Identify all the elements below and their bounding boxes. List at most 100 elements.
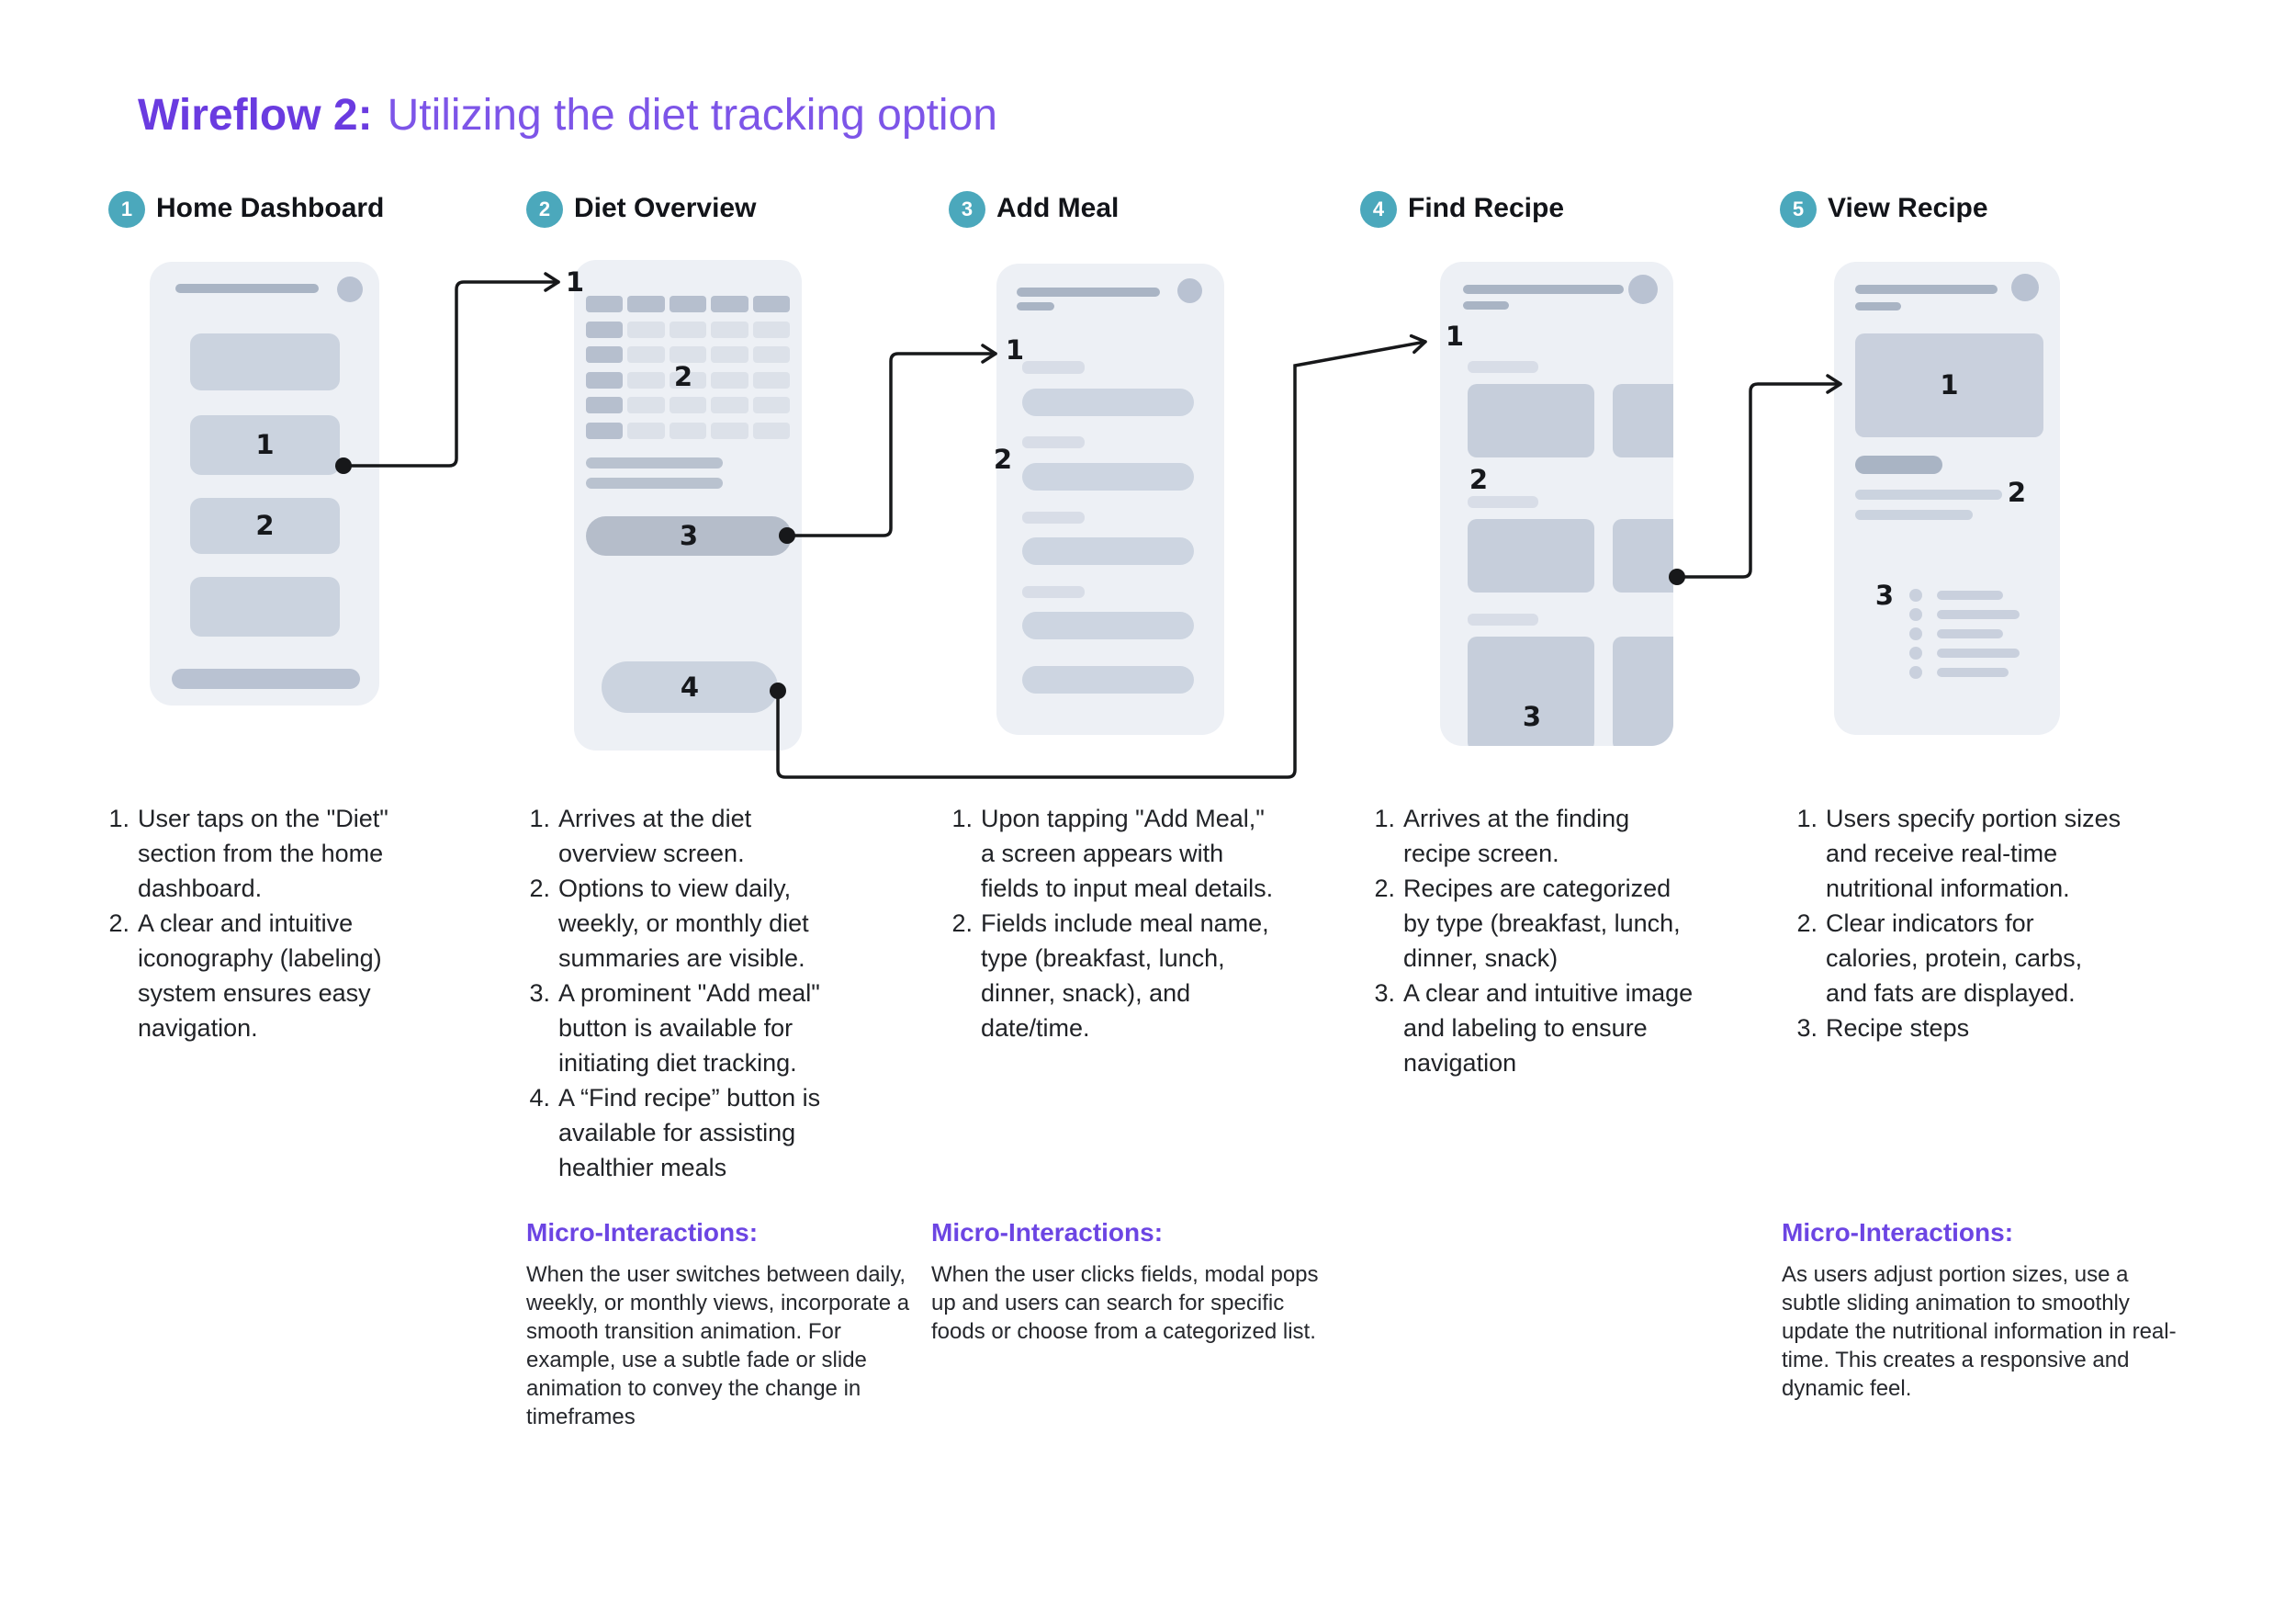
add-meal-button: 3 bbox=[586, 516, 792, 556]
annotation-marker: 2 bbox=[2007, 476, 2027, 508]
find-recipe-button: 4 bbox=[602, 661, 778, 713]
micro-body-add-meal: When the user clicks fields, modal pops … bbox=[931, 1262, 1319, 1344]
micro-heading-view-recipe: Micro-Interactions: bbox=[1782, 1218, 2014, 1247]
micro-body-view-recipe: As users adjust portion sizes, use a sub… bbox=[1782, 1262, 2177, 1401]
annotation-marker: 2 bbox=[993, 443, 1013, 475]
notes-find-recipe: Arrives at the finding recipe screen. Re… bbox=[1369, 801, 1700, 1080]
note-item: A clear and intuitive iconography (label… bbox=[104, 906, 382, 1042]
subtitle-line bbox=[1463, 301, 1509, 310]
recipe-title-bar bbox=[1855, 456, 1942, 474]
status-line bbox=[1017, 288, 1160, 297]
note-item: Users specify portion sizes and receive … bbox=[1792, 801, 2122, 902]
recipe-card-clipped bbox=[1613, 384, 1673, 457]
text-line bbox=[586, 457, 723, 468]
status-line bbox=[1855, 285, 1998, 294]
recipe-image-block: 1 bbox=[1855, 333, 2043, 437]
note-item: Arrives at the diet overview screen. bbox=[524, 801, 752, 867]
annotation-marker: 2 bbox=[673, 360, 693, 392]
step-line bbox=[1937, 649, 2020, 658]
field-label bbox=[1022, 512, 1085, 524]
diet-section-card: 1 bbox=[190, 415, 340, 475]
note-item: Arrives at the finding recipe screen. bbox=[1369, 801, 1630, 867]
step-badge-3: 3 bbox=[949, 191, 985, 228]
flow-arrow-2-to-3 bbox=[785, 344, 997, 537]
note-item: Recipe steps bbox=[1792, 1010, 1970, 1045]
step-badge-2: 2 bbox=[526, 191, 563, 228]
step-label-find-recipe: Find Recipe bbox=[1408, 193, 1565, 223]
step-line bbox=[1937, 610, 2020, 619]
nutrition-line bbox=[1855, 510, 1973, 520]
step-badge-4: 4 bbox=[1360, 191, 1397, 228]
bullet-dot bbox=[1909, 608, 1922, 621]
page-title: Wireflow 2: Utilizing the diet tracking o… bbox=[138, 90, 997, 141]
time-field bbox=[1022, 612, 1194, 639]
step-label-home-dashboard: Home Dashboard bbox=[156, 193, 385, 223]
note-item: Upon tapping "Add Meal," a screen appear… bbox=[947, 801, 1274, 902]
recipe-card-clipped bbox=[1613, 637, 1673, 746]
recipe-card bbox=[1468, 384, 1594, 457]
avatar-circle bbox=[1177, 278, 1202, 303]
note-item: Options to view daily, weekly, or monthl… bbox=[524, 871, 809, 972]
notes-view-recipe: Users specify portion sizes and receive … bbox=[1792, 801, 2122, 1045]
annotation-marker: 3 bbox=[1874, 579, 1895, 611]
dashboard-card: 2 bbox=[190, 498, 340, 554]
summary-table bbox=[586, 296, 790, 439]
annotation-marker: 2 bbox=[1469, 463, 1489, 495]
step-line bbox=[1937, 668, 2009, 677]
meal-name-field bbox=[1022, 389, 1194, 416]
phone-view-recipe: 1 2 3 bbox=[1834, 262, 2060, 735]
phone-home-dashboard: 1 2 bbox=[150, 262, 379, 706]
recipe-steps-list bbox=[1909, 589, 2020, 679]
status-line bbox=[175, 284, 319, 293]
annotation-marker: 3 bbox=[1522, 700, 1542, 732]
field-label bbox=[1022, 436, 1085, 448]
subtitle-line bbox=[1017, 302, 1054, 310]
step-label-view-recipe: View Recipe bbox=[1828, 193, 1988, 223]
annotation-marker: 2 bbox=[255, 510, 275, 541]
category-label bbox=[1468, 496, 1538, 508]
bottom-nav-bar bbox=[172, 669, 360, 689]
notes-diet-overview: Arrives at the diet overview screen. Opt… bbox=[524, 801, 855, 1185]
note-item: Recipes are categorized by type (breakfa… bbox=[1369, 871, 1681, 972]
phone-find-recipe: 1 2 3 bbox=[1440, 262, 1673, 746]
step-badge-1: 1 bbox=[108, 191, 145, 228]
category-label bbox=[1468, 614, 1538, 626]
save-field bbox=[1022, 666, 1194, 694]
subtitle-line bbox=[1855, 302, 1901, 310]
annotation-marker: 3 bbox=[679, 520, 699, 551]
note-item: Clear indicators for calories, protein, … bbox=[1792, 906, 2083, 1007]
phone-add-meal: 1 2 bbox=[994, 264, 1224, 735]
page-title-prefix: Wireflow 2: bbox=[138, 91, 373, 140]
micro-body-diet-overview: When the user switches between daily, we… bbox=[526, 1262, 910, 1429]
notes-add-meal: Upon tapping "Add Meal," a screen appear… bbox=[947, 801, 1277, 1045]
avatar-circle bbox=[2011, 274, 2039, 301]
bullet-dot bbox=[1909, 647, 1922, 660]
date-field bbox=[1022, 537, 1194, 565]
notes-home-dashboard: User taps on the "Diet" section from the… bbox=[104, 801, 434, 1045]
bullet-dot bbox=[1909, 627, 1922, 640]
step-line bbox=[1937, 629, 2003, 638]
micro-heading-diet-overview: Micro-Interactions: bbox=[526, 1218, 759, 1247]
meal-type-field bbox=[1022, 463, 1194, 491]
annotation-marker: 4 bbox=[680, 671, 700, 703]
text-line bbox=[586, 478, 723, 489]
avatar-circle bbox=[1628, 275, 1658, 304]
annotation-marker: 1 bbox=[255, 429, 275, 460]
dashboard-card bbox=[190, 333, 340, 390]
page-title-rest: Utilizing the diet tracking option bbox=[387, 91, 997, 140]
recipe-card bbox=[1468, 637, 1594, 746]
recipe-card bbox=[1468, 519, 1594, 593]
note-item: A “Find recipe” button is available for … bbox=[524, 1080, 821, 1181]
bullet-dot bbox=[1909, 666, 1922, 679]
annotation-marker: 1 bbox=[565, 265, 585, 298]
micro-heading-add-meal: Micro-Interactions: bbox=[931, 1218, 1164, 1247]
recipe-card-clipped bbox=[1613, 519, 1673, 593]
step-label-diet-overview: Diet Overview bbox=[574, 193, 757, 223]
category-label bbox=[1468, 361, 1538, 373]
nutrition-line bbox=[1855, 490, 2002, 500]
step-label-add-meal: Add Meal bbox=[996, 193, 1120, 223]
bullet-dot bbox=[1909, 589, 1922, 602]
step-badge-5: 5 bbox=[1780, 191, 1817, 228]
status-line bbox=[1463, 285, 1624, 294]
